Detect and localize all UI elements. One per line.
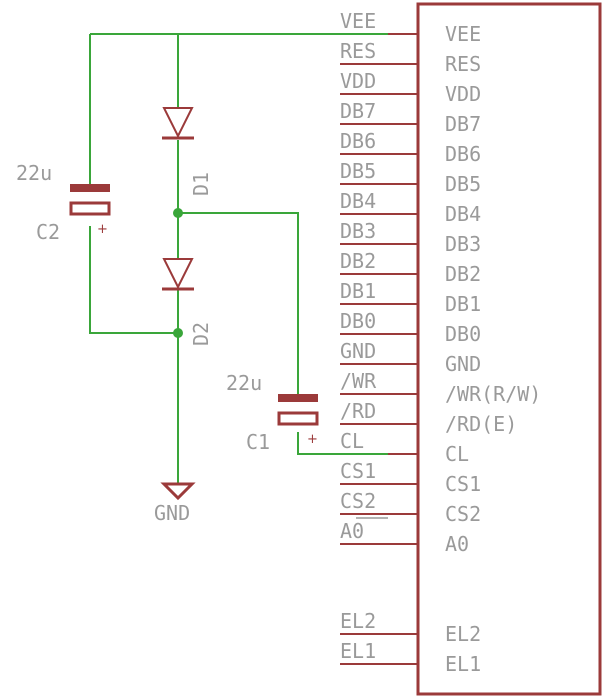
- pin-label-right: CL: [445, 442, 469, 466]
- pin-label-left: EL1: [340, 639, 376, 663]
- pin-label-left: DB3: [340, 219, 376, 243]
- pin-label-right: EL2: [445, 622, 481, 646]
- pin-label-right: VDD: [445, 82, 481, 106]
- c1-polarity: +: [307, 432, 318, 447]
- junction-dot: [173, 208, 183, 218]
- pin-label-right: DB0: [445, 322, 481, 346]
- c2-value: 22u: [16, 161, 52, 185]
- pin-label-left: DB5: [340, 159, 376, 183]
- c1-value: 22u: [226, 371, 262, 395]
- pin-label-left: VEE: [340, 9, 376, 33]
- pin-label-left: CL: [340, 429, 364, 453]
- diode-d2-triangle: [162, 258, 194, 290]
- pin-label-left: GND: [340, 339, 376, 363]
- pin-label-left: DB7: [340, 99, 376, 123]
- pin-label-right: DB2: [445, 262, 481, 286]
- gnd-label: GND: [154, 501, 190, 525]
- capacitor-c1: 22u C1 +: [226, 371, 319, 454]
- pin-label-right: /RD(E): [445, 412, 517, 436]
- pin-label-left: DB4: [340, 189, 376, 213]
- pin-label-left: EL2: [340, 609, 376, 633]
- pin-label-left: /WR: [340, 369, 377, 393]
- c2-plate-negative: [70, 184, 110, 192]
- junction-dot: [173, 328, 183, 338]
- pin-label-left: VDD: [340, 69, 376, 93]
- c2-plate-positive: [69, 201, 111, 216]
- pin-label-left: DB6: [340, 129, 376, 153]
- pin-label-right: RES: [445, 52, 481, 76]
- pin-label-right: DB4: [445, 202, 481, 226]
- diode-d2: D2: [162, 258, 213, 346]
- pin-label-right: DB5: [445, 172, 481, 196]
- capacitor-c2: 22u C2 +: [16, 161, 111, 244]
- c1-top-wire: [178, 212, 299, 394]
- pin-label-right: DB3: [445, 232, 481, 256]
- ground-symbol: GND: [154, 482, 196, 525]
- c2-polarity: +: [97, 222, 108, 237]
- pin-label-right: VEE: [445, 22, 481, 46]
- d2-label: D2: [189, 322, 213, 346]
- pin-label-right: /WR(R/W): [445, 382, 541, 406]
- pin-label-right: EL1: [445, 652, 481, 676]
- pin-label-right: DB6: [445, 142, 481, 166]
- c1-plate-negative: [278, 394, 318, 402]
- lcd-module-body: [416, 2, 602, 696]
- diode-d1-triangle: [162, 107, 194, 139]
- pin-label-right: CS1: [445, 472, 481, 496]
- ground-icon: [160, 482, 196, 501]
- c1-name: C1: [246, 430, 270, 454]
- pin-label-right: DB7: [445, 112, 481, 136]
- pin-label-left: A0: [340, 519, 364, 543]
- pin-label-left: RES: [340, 39, 376, 63]
- pin-label-left: DB0: [340, 309, 376, 333]
- diode-d1: D1: [162, 107, 213, 196]
- wires: [89, 33, 388, 483]
- pin-label-left: CS2: [340, 489, 376, 513]
- cl-wire: [297, 432, 388, 455]
- pin-label-right: CS2: [445, 502, 481, 526]
- pin-label-left: CS1: [340, 459, 376, 483]
- pin-label-left: DB1: [340, 279, 376, 303]
- pin-label-right: DB1: [445, 292, 481, 316]
- pin-label-left: DB2: [340, 249, 376, 273]
- d1-label: D1: [189, 172, 213, 196]
- pin-label-right: A0: [445, 532, 469, 556]
- c1-plate-positive: [277, 411, 319, 426]
- pin-label-right: GND: [445, 352, 481, 376]
- pin-label-left: /RD: [340, 399, 376, 423]
- c2-name: C2: [36, 220, 60, 244]
- lcd-pins: VEEVEERESRESVDDVDDDB7DB7DB6DB6DB5DB5DB4D…: [340, 9, 541, 676]
- c2-bottom-wire: [89, 226, 178, 334]
